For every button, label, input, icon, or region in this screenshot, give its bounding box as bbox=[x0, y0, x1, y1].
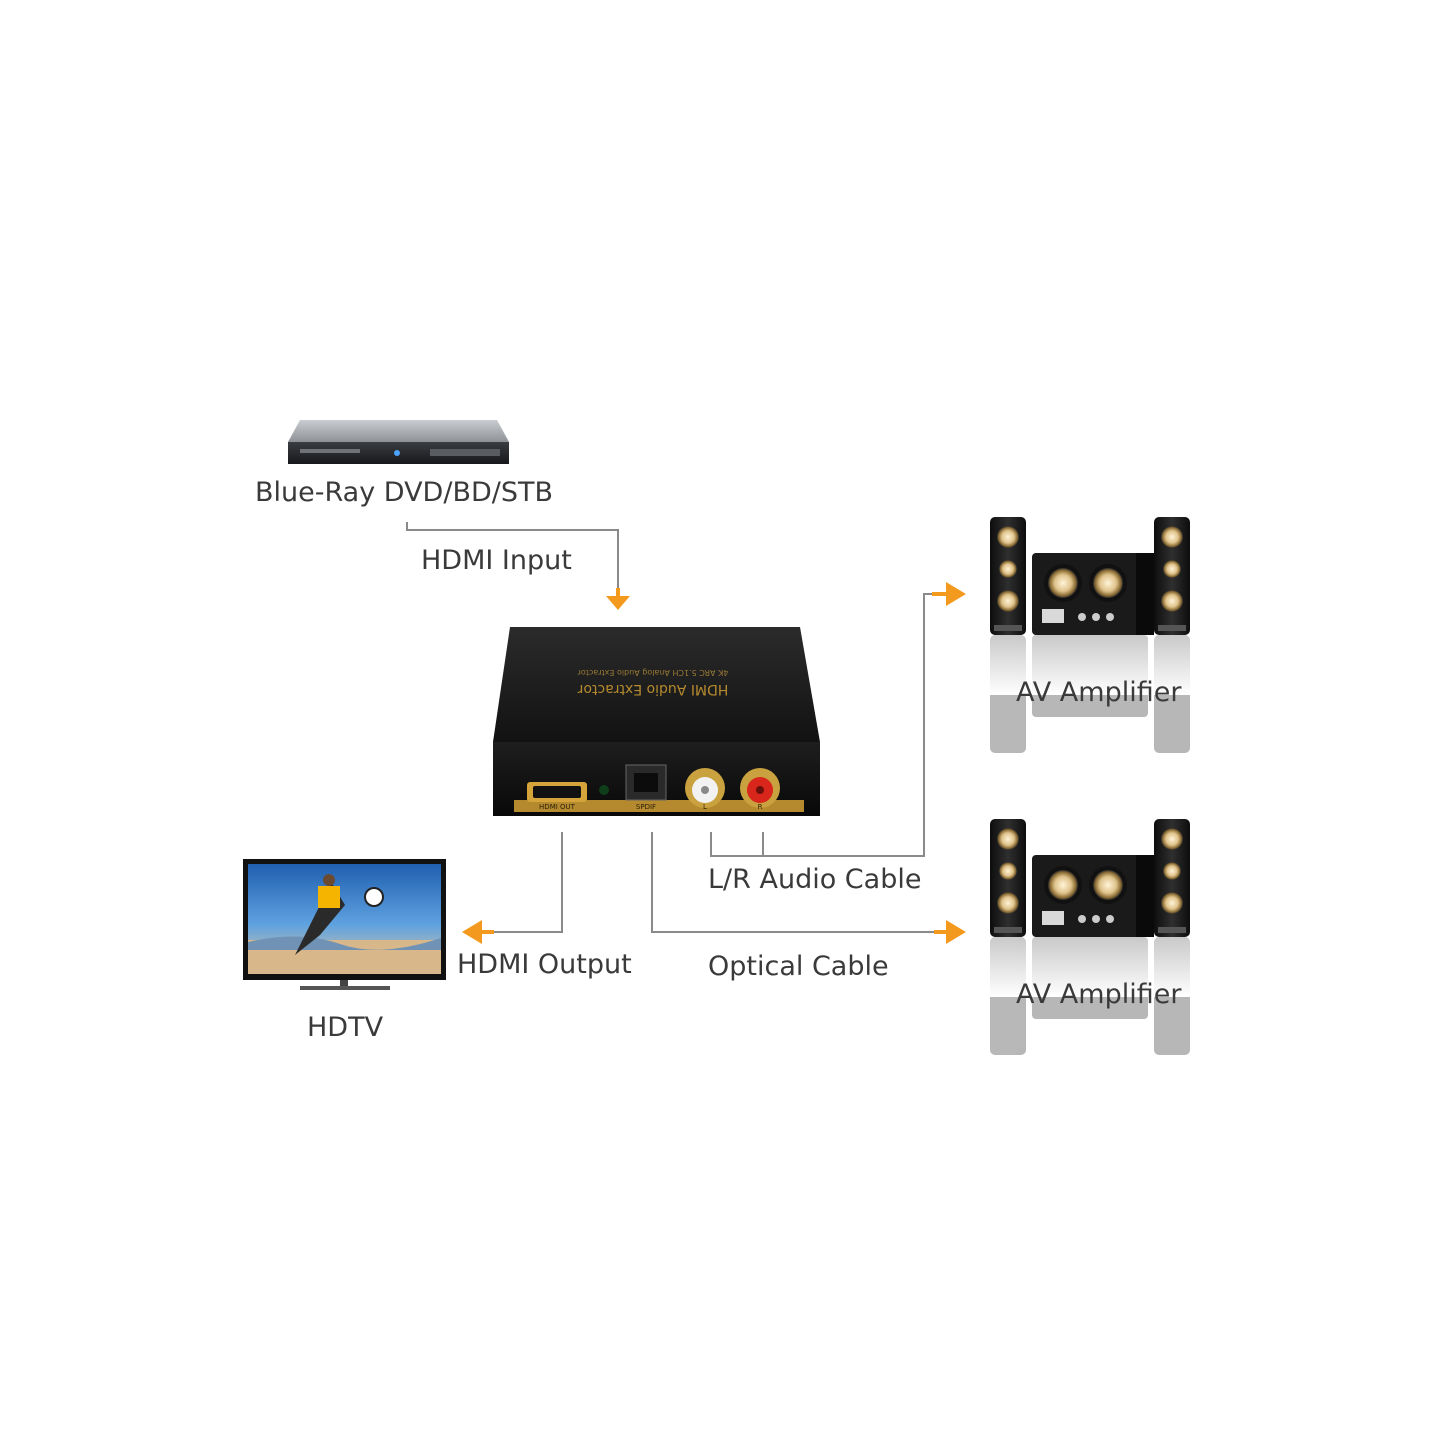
connection-lines bbox=[406, 522, 945, 933]
hdmi-input-label: HDMI Input bbox=[421, 545, 572, 576]
arrow-right-icon bbox=[932, 582, 966, 606]
arrow-down-icon bbox=[606, 588, 630, 610]
arrow-right-icon bbox=[934, 920, 966, 944]
port-spdif-label: SPDIF bbox=[635, 803, 657, 811]
optical-cable-label: Optical Cable bbox=[708, 951, 889, 982]
port-r-label: R bbox=[757, 803, 763, 811]
port-hdmi-out-label: HDMI OUT bbox=[539, 803, 575, 811]
hdmi-output-label: HDMI Output bbox=[457, 949, 632, 980]
hdtv-icon bbox=[243, 859, 446, 990]
source-device-label: Blue-Ray DVD/BD/STB bbox=[255, 477, 554, 508]
optical-line bbox=[651, 832, 945, 933]
av-amplifier-label-top: AV Amplifier bbox=[1016, 677, 1182, 708]
lr-audio-line bbox=[710, 593, 940, 857]
bluray-player-icon bbox=[288, 420, 509, 464]
device-subtitle: 4K ARC 5.1CH Analog Audio Extractor bbox=[577, 668, 729, 677]
hdmi-input-line bbox=[406, 522, 619, 592]
speaker-system-icon bbox=[986, 819, 1196, 1055]
hdtv-label: HDTV bbox=[307, 1012, 384, 1043]
av-amplifier-label-bottom: AV Amplifier bbox=[1016, 979, 1182, 1010]
lr-audio-cable-label: L/R Audio Cable bbox=[708, 864, 922, 895]
arrow-left-icon bbox=[462, 920, 494, 944]
port-l-label: L bbox=[703, 803, 707, 811]
arrows bbox=[462, 582, 966, 944]
hdmi-audio-extractor-icon bbox=[493, 627, 820, 816]
speaker-system-icon bbox=[986, 517, 1196, 753]
device-title: HDMI Audio Extractor bbox=[577, 681, 729, 697]
hdmi-output-line bbox=[490, 832, 563, 933]
